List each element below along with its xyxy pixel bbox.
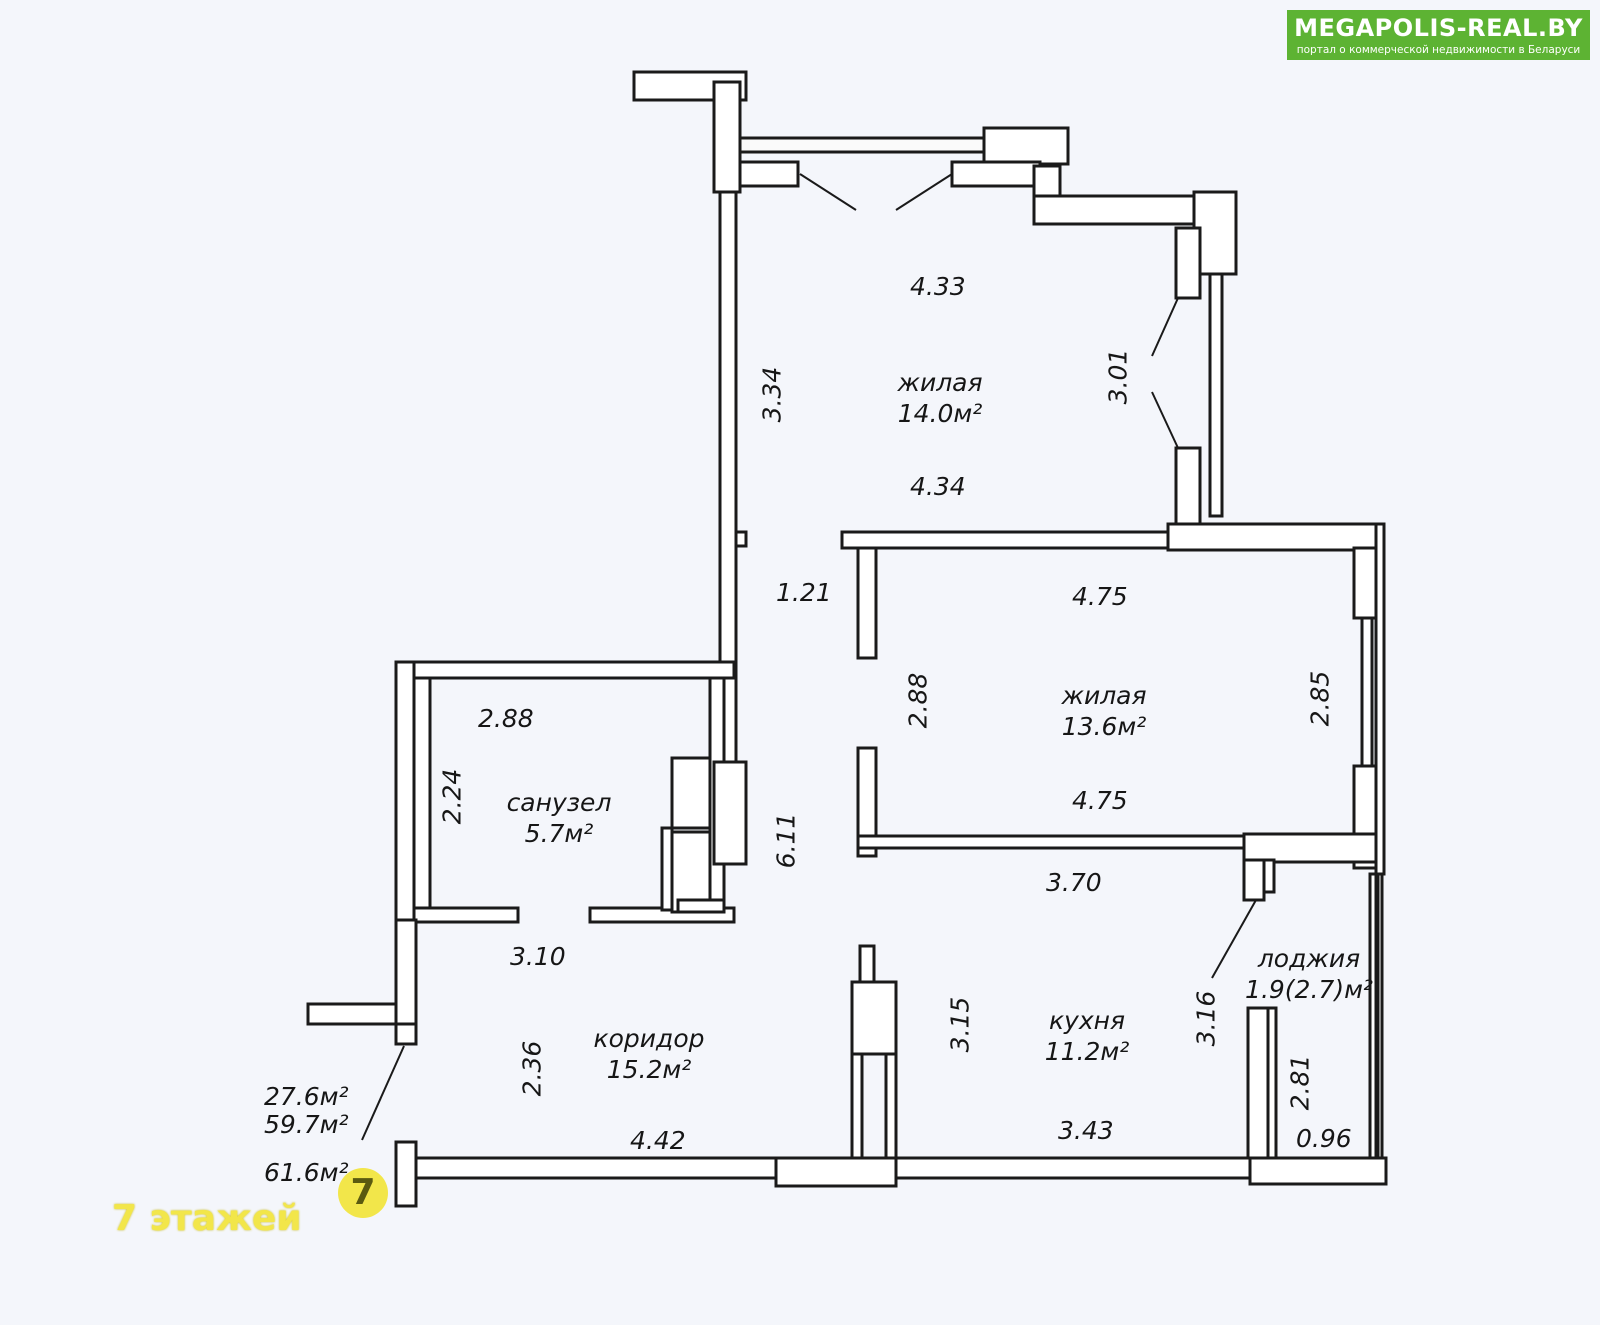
dim-k-top: 3.70 xyxy=(1046,868,1102,897)
dim-passage: 1.21 xyxy=(776,578,832,607)
total-with-loggia: 61.6м² xyxy=(264,1158,349,1187)
room-corridor: коридор 15.2м² xyxy=(584,1026,714,1082)
dim-l2-right: 2.85 xyxy=(1305,670,1335,727)
wall-segment xyxy=(1360,616,1374,770)
wall-segment xyxy=(856,546,878,660)
wall-segment xyxy=(412,906,520,924)
wall-segment xyxy=(738,136,992,154)
wall-segment xyxy=(738,160,800,188)
room-name: кухня xyxy=(1048,1006,1126,1035)
wall-segment xyxy=(1032,194,1208,226)
room-living2: жилая 13.6м² xyxy=(1044,683,1164,739)
wall-segment xyxy=(840,530,1180,550)
room-name: лоджия xyxy=(1257,944,1361,973)
dim-l1-right: 3.01 xyxy=(1103,348,1133,405)
room-area: 1.9(2.7)м² xyxy=(1245,975,1373,1004)
wall-segment xyxy=(1376,872,1384,1160)
total-living: 27.6м² xyxy=(264,1082,349,1111)
wall-segment xyxy=(950,160,1042,188)
room-name: жилая xyxy=(1061,681,1147,710)
dim-l2-bottom: 4.75 xyxy=(1072,786,1128,815)
wall-segment xyxy=(856,834,1250,850)
wall-segment xyxy=(1248,1156,1388,1186)
wall-segment xyxy=(894,1156,1252,1180)
wall-segment xyxy=(1242,832,1378,864)
dim-corr-width: 3.10 xyxy=(510,942,566,971)
dim-l2-left: 2.88 xyxy=(903,672,933,729)
wall-segment xyxy=(1368,872,1378,1160)
wall-segment xyxy=(1246,1006,1270,1160)
door-swing xyxy=(1151,391,1179,449)
wall-segment xyxy=(676,898,726,914)
room-kitchen: кухня 11.2м² xyxy=(1022,1008,1152,1064)
room-area: 5.7м² xyxy=(524,819,594,848)
dim-l1-left: 3.34 xyxy=(757,366,787,423)
dim-k-right: 3.16 xyxy=(1191,990,1221,1047)
wall-segment xyxy=(1352,546,1378,620)
room-area: 11.2м² xyxy=(1044,1037,1130,1066)
room-living1: жилая 14.0м² xyxy=(880,370,1000,426)
dim-l1-top: 4.33 xyxy=(910,272,966,301)
wall-segment xyxy=(412,676,432,910)
wall-segment xyxy=(670,756,712,830)
wall-segment xyxy=(712,80,742,194)
dim-l2-top: 4.75 xyxy=(1072,582,1128,611)
room-bathroom: санузел 5.7м² xyxy=(494,790,624,846)
dim-l1-bottom: 4.34 xyxy=(910,472,966,501)
brand-subtitle: портал о коммерческой недвижимости в Бел… xyxy=(1296,44,1581,56)
wall-segment xyxy=(734,530,748,548)
wall-segment xyxy=(858,944,876,984)
wall-segment xyxy=(1262,858,1276,894)
total-area: 59.7м² xyxy=(264,1110,349,1139)
room-area: 15.2м² xyxy=(606,1055,692,1084)
wall-segment xyxy=(774,1156,898,1188)
wall-segment xyxy=(1242,858,1266,902)
wall-segment xyxy=(982,126,1070,166)
dim-log-side: 2.81 xyxy=(1285,1054,1315,1111)
room-area: 13.6м² xyxy=(1061,712,1147,741)
dim-k-left: 3.15 xyxy=(945,996,975,1053)
door-swing xyxy=(799,173,857,211)
leader-line xyxy=(361,1045,405,1141)
wall-segment xyxy=(394,1140,418,1208)
wall-segment xyxy=(1174,446,1202,532)
door-swing xyxy=(895,173,953,211)
dim-log-bottom: 0.96 xyxy=(1296,1124,1352,1153)
door-swing xyxy=(1151,297,1179,357)
wall-segment xyxy=(850,980,898,1056)
wall-segment xyxy=(850,1052,864,1160)
wall-segment xyxy=(394,660,416,924)
brand-banner[interactable]: MEGAPOLIS-REAL.BY портал о коммерческой … xyxy=(1287,10,1590,60)
wall-segment xyxy=(1266,1006,1278,1160)
wall-segment xyxy=(856,746,878,858)
room-name: жилая xyxy=(897,368,983,397)
wall-segment xyxy=(394,1022,418,1046)
room-loggia: лоджия 1.9(2.7)м² xyxy=(1244,946,1374,1002)
dim-corr-left: 2.36 xyxy=(517,1040,547,1097)
dim-corr-bottom: 4.42 xyxy=(630,1126,686,1155)
wall-segment xyxy=(1174,226,1202,300)
floors-badge: 7 xyxy=(338,1168,388,1218)
wall-segment xyxy=(306,1002,398,1026)
wall-segment xyxy=(884,1052,898,1160)
wall-segment xyxy=(1166,522,1378,552)
dim-bath-top: 2.88 xyxy=(478,704,534,733)
dim-corridor-len: 6.11 xyxy=(771,812,801,869)
wall-segment xyxy=(1374,522,1386,876)
wall-segment xyxy=(1208,272,1224,518)
room-area: 14.0м² xyxy=(897,399,983,428)
wall-segment xyxy=(712,760,748,866)
dim-bath-left: 2.24 xyxy=(437,768,467,825)
dim-k-bottom: 3.43 xyxy=(1058,1116,1114,1145)
room-name: коридор xyxy=(593,1024,705,1053)
wall-segment xyxy=(660,826,674,912)
wall-segment xyxy=(414,1156,780,1180)
door-swing xyxy=(1211,899,1257,979)
brand-title: MEGAPOLIS-REAL.BY xyxy=(1294,14,1583,42)
room-name: санузел xyxy=(506,788,612,817)
wall-segment xyxy=(394,660,736,680)
wall-segment xyxy=(394,918,418,1026)
floors-watermark: 7 этажей xyxy=(112,1198,302,1239)
